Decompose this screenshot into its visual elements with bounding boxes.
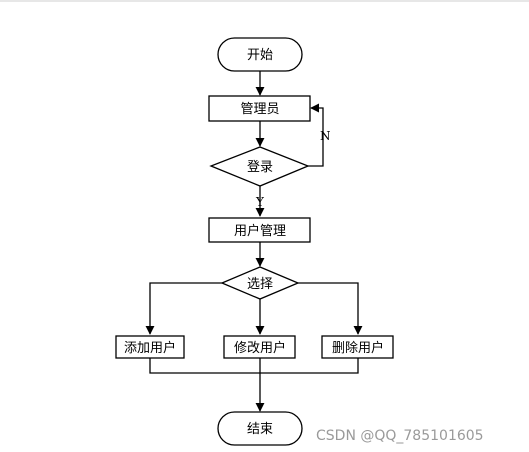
- node-start: 开始: [217, 37, 303, 72]
- node-choose-label: 选择: [247, 277, 273, 292]
- edge-label-yes: Y: [255, 195, 265, 209]
- node-add-user-label: 添加用户: [124, 340, 176, 356]
- edge-login-admin-no: [308, 103, 324, 167]
- node-delete-user: 删除用户: [321, 335, 394, 359]
- node-choose: 选择: [220, 266, 300, 300]
- watermark-text: CSDN @QQ_785101605: [316, 428, 484, 444]
- node-admin: 管理员: [208, 95, 311, 122]
- node-edit-user-label: 修改用户: [234, 340, 286, 356]
- node-add-user: 添加用户: [115, 335, 185, 359]
- node-end-label: 结束: [247, 422, 273, 437]
- node-login-label: 登录: [247, 160, 273, 175]
- node-user-mgmt-label: 用户管理: [234, 223, 286, 239]
- node-user-mgmt: 用户管理: [208, 217, 311, 243]
- node-delete-user-label: 删除用户: [332, 340, 384, 356]
- edge-choose-add: [145, 282, 222, 335]
- edge-add-merge: [149, 358, 359, 374]
- node-edit-user: 修改用户: [223, 335, 296, 359]
- connectors: [145, 71, 363, 412]
- node-admin-label: 管理员: [240, 102, 279, 117]
- edge-label-no: N: [320, 129, 331, 143]
- node-start-label: 开始: [247, 48, 273, 63]
- node-login: 登录: [209, 146, 310, 187]
- node-end: 结束: [217, 411, 303, 446]
- edge-choose-delete: [298, 282, 363, 335]
